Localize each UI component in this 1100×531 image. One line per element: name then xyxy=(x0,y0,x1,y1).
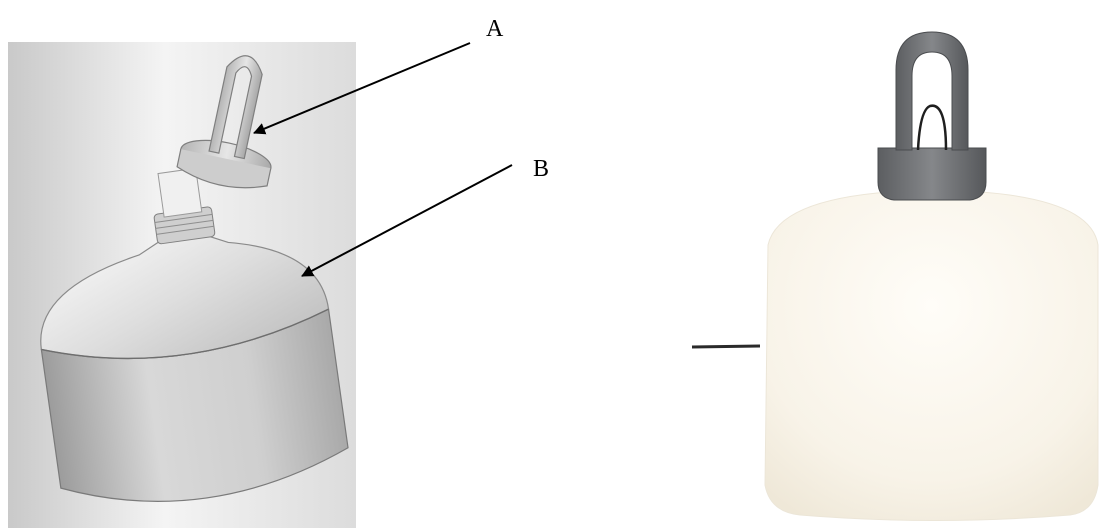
lamp-handle-loop xyxy=(895,31,969,151)
product-photo xyxy=(691,31,1099,521)
internal-wire xyxy=(916,104,948,151)
callout-b-leader xyxy=(301,164,513,277)
model-body xyxy=(40,167,349,502)
callout-a-leader xyxy=(253,42,471,135)
callout-b-label: B xyxy=(533,156,549,182)
model-seam-line xyxy=(41,308,329,360)
model-handle xyxy=(176,55,272,189)
model-connector-shaft xyxy=(157,167,203,218)
model-handle-loop xyxy=(208,55,263,160)
lamp-handle-cap xyxy=(877,147,987,201)
power-cable xyxy=(691,344,761,349)
lamp-shade xyxy=(764,189,1099,521)
callout-a-label: A xyxy=(486,16,504,42)
cad-render-panel: A B xyxy=(8,16,549,528)
